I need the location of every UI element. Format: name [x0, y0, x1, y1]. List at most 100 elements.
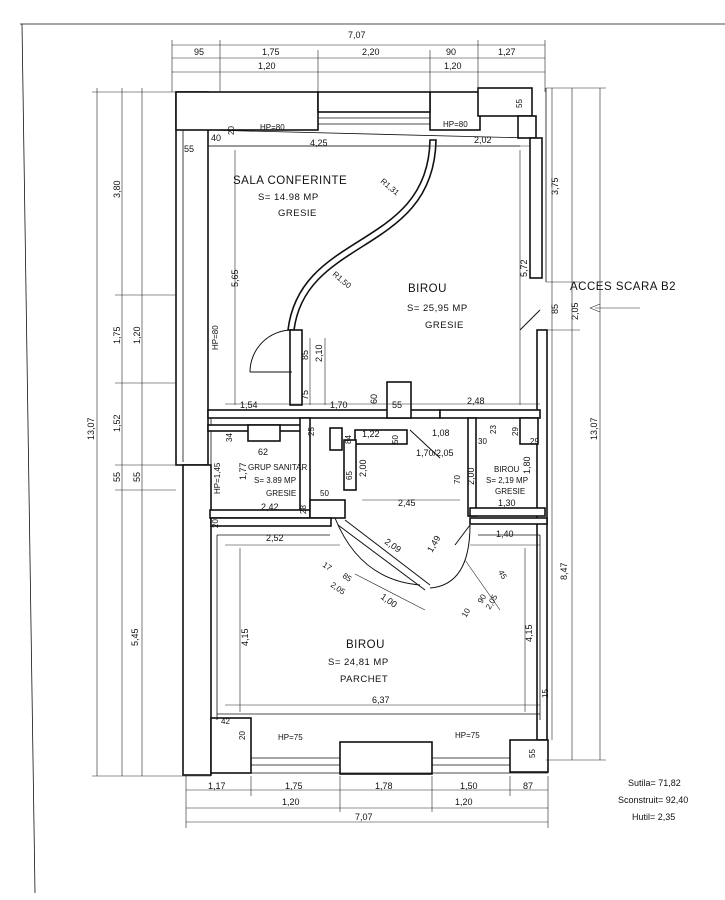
dim-int-h180: 1,80 — [522, 456, 532, 474]
summary-block: Sutila= 71,82 Sconstruit= 92,40 Hutil= 2… — [618, 778, 688, 822]
dim-int-w40: 40 — [211, 133, 221, 143]
dim-int-w122: 1,22 — [362, 429, 380, 439]
summary-hutil: Hutil= 2,35 — [632, 812, 675, 822]
dim-int-w55b: 55 — [392, 400, 402, 410]
dim-int-w245: 2,45 — [398, 498, 416, 508]
dim-int-w154: 1,54 — [240, 400, 258, 410]
dim-int-w28: 28 — [299, 505, 308, 514]
dim-int-w170205: 1,70/2,05 — [416, 448, 454, 458]
dim-left-4: 5,45 — [130, 628, 140, 646]
dim-left-inner-1: 55 — [132, 472, 142, 482]
dim-bottom-win-0: 1,20 — [282, 797, 300, 807]
dim-int-w55c: 55 — [515, 99, 524, 108]
room-birou2-name: BIROU — [494, 465, 520, 474]
dim-int-w15: 15 — [541, 689, 550, 698]
dim-int-w50a: 50 — [391, 435, 400, 444]
room-sala-name: SALA CONFERINTE — [233, 175, 347, 187]
dim-top-3: 90 — [446, 47, 456, 57]
dim-int-h85: 85 — [300, 350, 310, 360]
dim-int-w170: 1,70 — [330, 400, 348, 410]
room-birou3-area: S= 24,81 MP — [328, 657, 389, 668]
dim-top-0: 95 — [194, 47, 204, 57]
dim-int-w100: 1,00 — [379, 591, 399, 609]
dim-int-w17: 17 — [321, 560, 334, 573]
dim-left-3: 55 — [112, 472, 122, 482]
dim-bottom-2: 1,78 — [375, 781, 393, 791]
dim-int-w108: 1,08 — [432, 428, 450, 438]
access-label: ACCES SCARA B2 — [570, 281, 676, 293]
dim-int-hp75b: HP=75 — [455, 731, 480, 740]
dim-int-w248: 2,48 — [467, 396, 485, 406]
room-birou3-floor: PARCHET — [340, 674, 388, 685]
dim-int-hp145: HP=1,45 — [213, 462, 222, 494]
dim-int-h177: 1,77 — [238, 462, 248, 480]
dim-int-h415a: 4,15 — [240, 628, 250, 646]
dim-top-1: 1,75 — [262, 47, 280, 57]
room-labels: SALA CONFERINTE S= 14.98 MP GRESIE BIROU… — [233, 175, 676, 685]
doors — [249, 309, 541, 591]
dim-int-hp80a: HP=80 — [260, 123, 285, 132]
dim-int-h75: 75 — [300, 390, 310, 400]
summary-construit: Sconstruit= 92,40 — [618, 795, 688, 805]
dim-top-total: 7,07 — [348, 30, 366, 40]
dim-int-w29b: 29 — [530, 437, 539, 446]
dim-int-w149: 1,49 — [425, 534, 442, 554]
dim-int-hp80b: HP=80 — [443, 120, 468, 129]
dim-int-w202: 2,02 — [474, 135, 492, 145]
access-arrow-head — [589, 303, 601, 313]
dim-int-h565: 5,65 — [230, 269, 240, 287]
dim-int-w20b: 20 — [211, 519, 220, 528]
dim-int-w84: 84 — [344, 435, 353, 444]
dim-left-inner-0: 1,20 — [132, 326, 142, 344]
dim-int-w205b: 2,05 — [484, 593, 500, 611]
dim-int-w20c: 20 — [238, 731, 247, 740]
dim-int-h415b: 4,15 — [524, 624, 534, 642]
dim-bottom-3: 1,50 — [460, 781, 478, 791]
dim-int-w209: 2,09 — [383, 536, 403, 554]
dim-int-w205a: 2,05 — [329, 580, 347, 597]
room-birou1-area: S= 25,95 MP — [407, 303, 468, 314]
dim-int-h70: 70 — [453, 475, 462, 484]
room-sala-area: S= 14.98 MP — [258, 192, 319, 203]
dim-int-w23: 23 — [489, 425, 498, 434]
dim-int-r131: R1,31 — [379, 177, 402, 198]
dim-int-w242: 2,42 — [261, 502, 279, 512]
dim-left-2: 1,52 — [112, 414, 122, 432]
dimension-lines — [92, 40, 606, 828]
dim-int-w425: 4,25 — [310, 138, 328, 148]
dim-int-w29: 29 — [511, 427, 520, 436]
dim-left-total: 13,07 — [86, 417, 96, 440]
summary-utila: Sutila= 71,82 — [628, 778, 681, 788]
dim-int-h65: 65 — [345, 471, 354, 480]
dim-int-w42: 42 — [221, 717, 230, 726]
dim-int-hp75a: HP=75 — [278, 733, 303, 742]
room-grup-area: S= 3.89 MP — [254, 476, 296, 485]
dim-int-w30: 30 — [478, 437, 487, 446]
dim-int-w50b: 50 — [320, 489, 329, 498]
dim-bottom-4: 87 — [523, 781, 533, 791]
dim-int-w252: 2,52 — [266, 533, 284, 543]
dim-left-1: 1,75 — [112, 326, 122, 344]
dim-int-w10: 10 — [460, 606, 473, 619]
dim-int-w45: 45 — [496, 569, 509, 582]
room-birou1-name: BIROU — [408, 283, 447, 295]
dim-right-0: 3,75 — [550, 177, 560, 195]
room-birou2-area: S= 2,19 MP — [486, 476, 528, 485]
room-birou3-name: BIROU — [346, 639, 385, 651]
dim-left-0: 3,80 — [112, 180, 122, 198]
dim-int-hp80c: HP=80 — [211, 325, 220, 350]
dim-bottom-1: 1,75 — [285, 781, 303, 791]
room-grup-name: GRUP SANITAR — [248, 463, 307, 472]
dim-int-r150: R1,50 — [331, 270, 354, 291]
dim-right-2: 8,47 — [559, 562, 569, 580]
dim-right-total: 13,07 — [589, 417, 599, 440]
dim-int-w637: 6,37 — [372, 695, 390, 705]
dim-int-w25: 25 — [307, 427, 316, 436]
room-grup-floor: GRESIE — [266, 489, 296, 498]
dim-int-w140: 1,40 — [496, 529, 514, 539]
dim-top-win-0: 1,20 — [258, 61, 276, 71]
dim-top-4: 1,27 — [498, 47, 516, 57]
dim-int-h572: 5,72 — [519, 259, 529, 277]
dim-int-w62: 62 — [258, 447, 268, 457]
